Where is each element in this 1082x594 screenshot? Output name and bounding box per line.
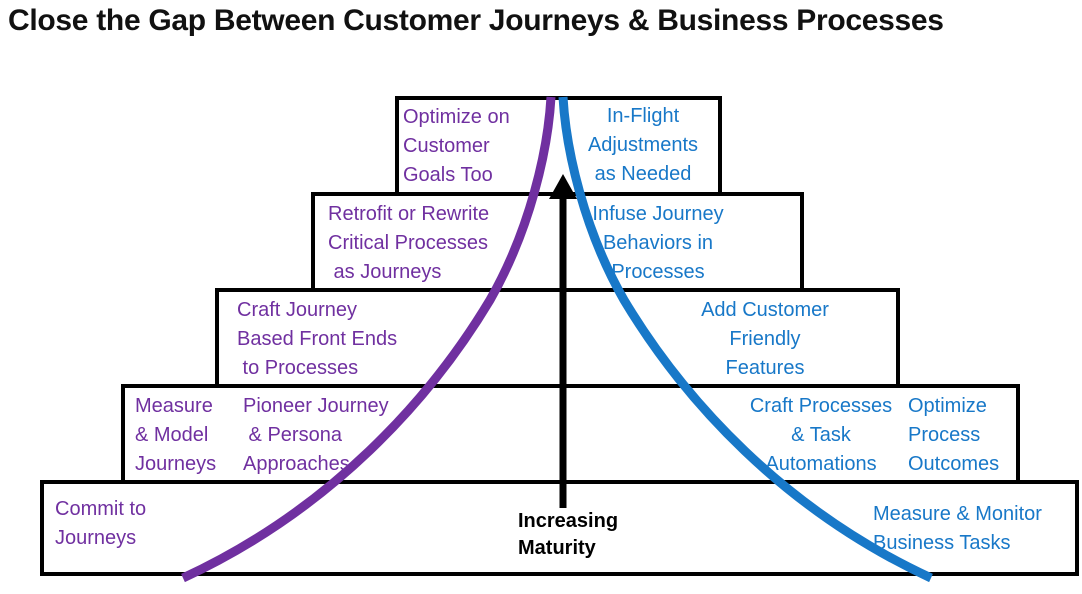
label-craft-journey-front-ends: Craft Journey Based Front Ends to Proces… bbox=[237, 299, 398, 379]
label-add-customer-friendly-features: Add Customer Friendly Features bbox=[701, 299, 829, 379]
maturity-axis-label: Increasing Maturity bbox=[518, 510, 619, 559]
label-measure-model-journeys: Measure & Model Journeys bbox=[135, 395, 217, 475]
label-craft-processes-task-automations: Craft Processes & Task Automations bbox=[749, 395, 893, 475]
label-measure-monitor-business-tasks: Measure & Monitor Business Tasks bbox=[873, 503, 1042, 554]
label-in-flight-adjustments: In-Flight Adjustments as Needed bbox=[587, 105, 699, 185]
label-optimize-process-outcomes: Optimize Process Outcomes bbox=[908, 395, 1000, 475]
label-commit-to-journeys: Commit to Journeys bbox=[55, 498, 147, 549]
label-retrofit-rewrite-processes: Retrofit or Rewrite Critical Processes a… bbox=[328, 203, 490, 283]
label-pioneer-journey-persona: Pioneer Journey & Persona Approaches bbox=[243, 395, 389, 475]
page-title: Close the Gap Between Customer Journeys … bbox=[8, 4, 944, 37]
label-optimize-on-customer-goals: Optimize on Customer Goals Too bbox=[403, 106, 510, 186]
label-infuse-journey-behaviors: Infuse Journey Behaviors in Processes bbox=[592, 203, 724, 283]
